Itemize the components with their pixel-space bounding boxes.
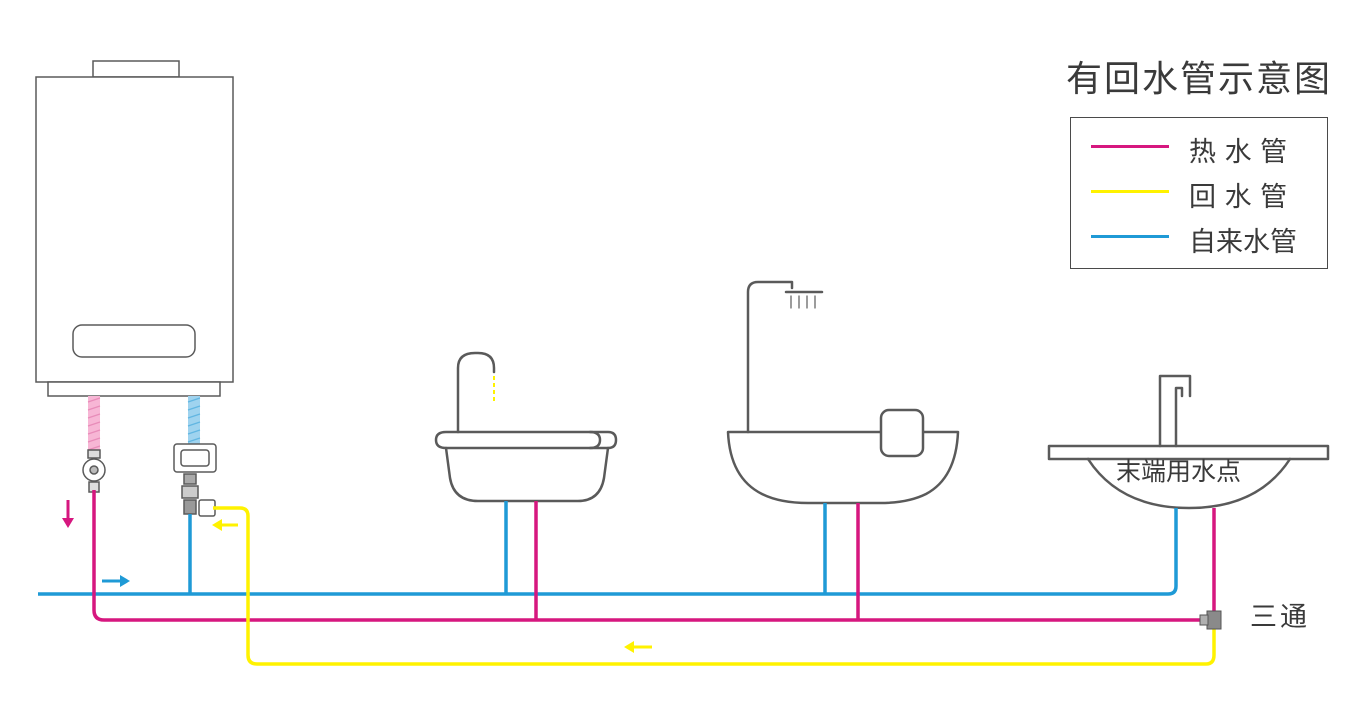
legend: 热 水 管 回 水 管 自来水管 — [1070, 117, 1328, 269]
hot-water-pipe — [92, 490, 1216, 622]
diagram-title: 有回水管示意图 — [1066, 59, 1333, 100]
cold-flow-arrow — [102, 575, 130, 587]
cold-main — [38, 508, 1178, 596]
legend-swatch-hot — [1091, 145, 1169, 148]
sink-counter — [1047, 444, 1330, 461]
heater-top-cap — [92, 60, 180, 78]
hot-flex-hose — [87, 396, 101, 451]
return-main — [213, 506, 1216, 666]
legend-item-return: 回 水 管 — [1071, 171, 1327, 213]
legend-swatch-return — [1091, 190, 1169, 193]
cold-flex-hose — [187, 396, 201, 444]
legend-item-hot: 热 水 管 — [1071, 126, 1327, 168]
return-flow-arrow-main — [624, 641, 652, 653]
hot-valve — [82, 449, 106, 493]
tee-label: 三通 — [1250, 602, 1310, 633]
basin — [434, 351, 618, 503]
shower-riser — [746, 280, 794, 434]
return-flow-arrow-heater — [212, 519, 238, 531]
return-water-pipe — [213, 506, 1216, 666]
shower-bathtub — [726, 280, 960, 505]
legend-item-cold: 自来水管 — [1071, 216, 1327, 258]
hot-flow-arrow — [62, 500, 74, 528]
legend-label-hot: 热 水 管 — [1189, 137, 1288, 168]
legend-swatch-cold — [1091, 235, 1169, 238]
bathtub-body — [726, 430, 960, 505]
heater-bottom-plate — [47, 381, 221, 397]
endpoint-label: 末端用水点 — [1116, 457, 1241, 486]
basin-bowl — [444, 446, 610, 503]
cold-water-pipe — [38, 501, 1178, 596]
bathtub-panel — [879, 408, 925, 458]
sink-bowl — [1086, 457, 1292, 510]
water-heater — [35, 60, 234, 397]
legend-label-return: 回 水 管 — [1189, 182, 1288, 213]
legend-label-cold: 自来水管 — [1189, 227, 1297, 258]
basin-faucet — [456, 351, 496, 434]
hot-main — [92, 490, 1212, 622]
sink-faucet — [1158, 374, 1192, 448]
heater-display-panel — [72, 324, 196, 358]
tee-fitting — [1199, 610, 1222, 630]
kitchen-sink — [1047, 374, 1330, 510]
basin-rim — [434, 430, 618, 450]
cold-filter — [173, 443, 217, 517]
